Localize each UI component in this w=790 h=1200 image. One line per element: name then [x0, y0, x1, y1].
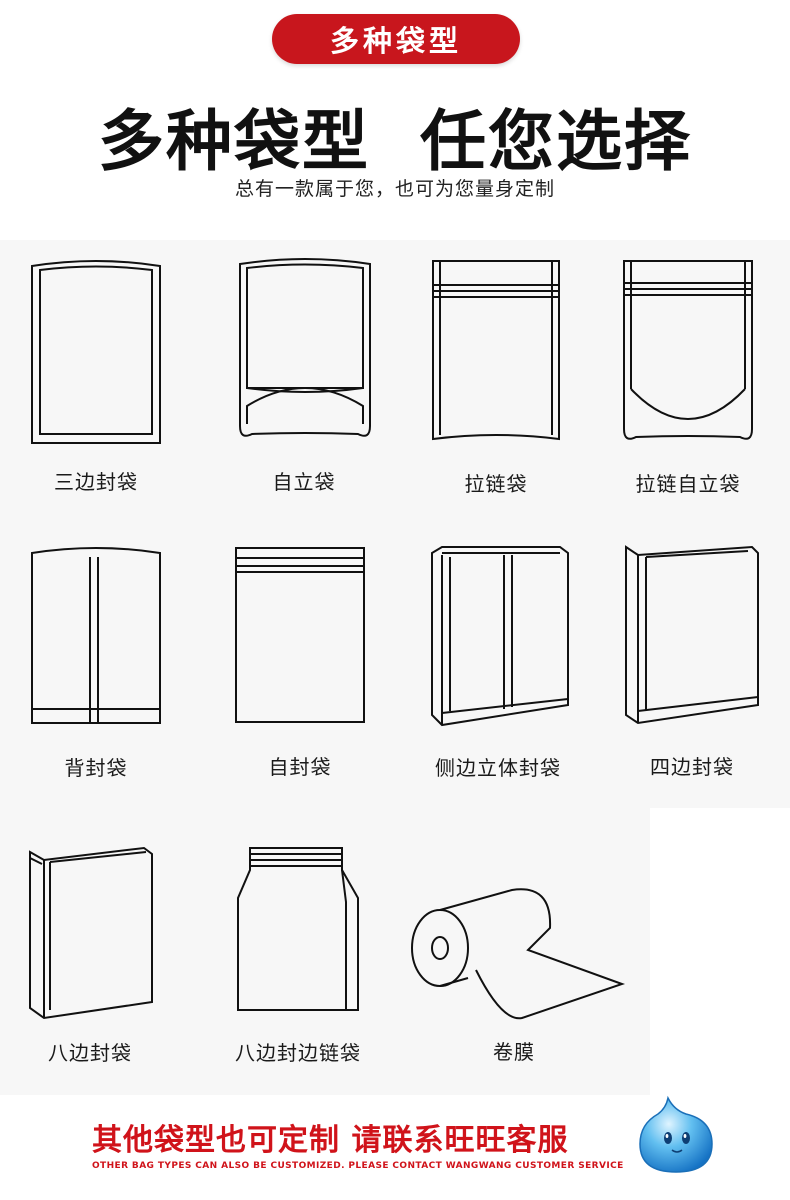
panel-white-area	[650, 808, 790, 1098]
back-seal-bag-icon	[30, 545, 162, 725]
bag-label-stand-up-pouch: 自立袋	[272, 470, 336, 494]
four-side-seal-bag-icon	[624, 545, 760, 725]
bag-label-self-seal: 自封袋	[268, 755, 332, 779]
bag-label-four-side-seal: 四边封袋	[650, 755, 734, 779]
bag-label-eight-side-seal: 八边封袋	[48, 1041, 132, 1065]
wangwang-mascot-icon	[636, 1094, 716, 1176]
side-gusset-bag-icon	[430, 545, 570, 727]
roll-film-icon	[410, 888, 624, 1022]
bag-label-zipper-bag: 拉链袋	[464, 472, 528, 496]
title-badge-label: 多种袋型	[329, 24, 462, 58]
zipper-bag-icon	[431, 259, 561, 443]
self-seal-bag-icon	[234, 546, 366, 724]
bag-label-back-seal: 背封袋	[64, 756, 128, 780]
bag-label-eight-side-zipper: 八边封边链袋	[235, 1041, 361, 1065]
title-badge: 多种袋型	[272, 14, 520, 64]
eight-side-zipper-bag-icon	[234, 846, 364, 1014]
contact-cta: 其他袋型也可定制 请联系旺旺客服	[92, 1123, 569, 1158]
page-subtitle: 总有一款属于您，也可为您量身定制	[234, 178, 555, 200]
three-side-seal-bag-icon	[30, 258, 162, 446]
contact-cta-english: OTHER BAG TYPES CAN ALSO BE CUSTOMIZED. …	[92, 1161, 624, 1171]
bag-label-three-side-seal: 三边封袋	[54, 470, 138, 494]
zipper-stand-up-pouch-icon	[622, 259, 754, 445]
page-title: 多种袋型 任您选择	[98, 102, 692, 180]
bag-label-zipper-stand-up-pouch: 拉链自立袋	[635, 472, 741, 496]
bag-label-roll-film: 卷膜	[493, 1040, 535, 1064]
eight-side-seal-bag-icon	[28, 844, 154, 1020]
bag-label-side-gusset: 侧边立体封袋	[435, 756, 561, 780]
stand-up-pouch-icon	[238, 256, 372, 442]
